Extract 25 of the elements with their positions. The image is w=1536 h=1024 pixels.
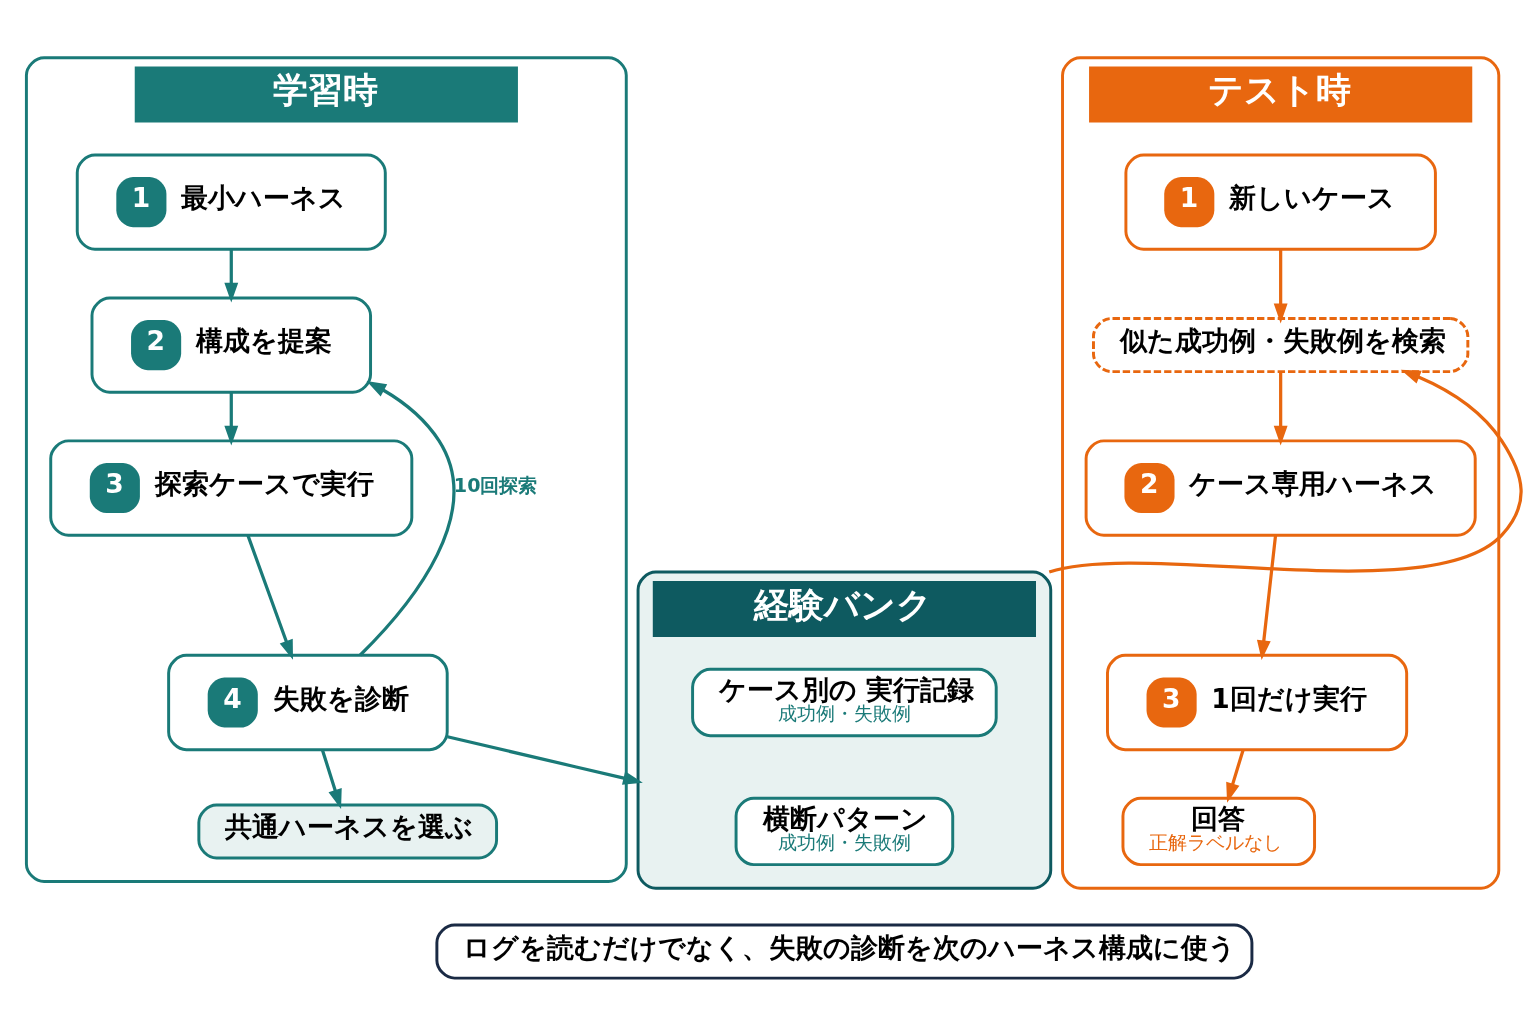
node-box: 1 最小ハーネス xyxy=(75,153,387,251)
arrow xyxy=(224,392,239,446)
arrow xyxy=(1226,749,1245,803)
node-box: 3 1回だけ実行 xyxy=(1106,653,1409,752)
node-box: ログを読むだけでなく、失敗の診断を次のハーネス構成に使う xyxy=(435,923,1254,980)
arrow xyxy=(246,534,293,660)
node-box: 似た成功例・失敗例を検索 xyxy=(1092,317,1470,374)
node-box: 回答 正解ラベルなし xyxy=(1121,796,1317,867)
arrow xyxy=(1273,372,1288,446)
arrow xyxy=(1256,535,1278,661)
node-box: 3 探索ケースで実行 xyxy=(49,439,414,537)
node-box: 2 構成を提案 xyxy=(90,296,373,394)
node-box: 2 ケース専用ハーネス xyxy=(1084,439,1477,537)
arrow xyxy=(447,735,643,785)
node-box: 横断パターン 成功例・失敗例 xyxy=(734,796,955,867)
edge-label: 10回探索 xyxy=(453,473,538,497)
arrow xyxy=(1273,249,1288,324)
arrow xyxy=(1048,369,1523,574)
arrow xyxy=(358,381,456,657)
arrow xyxy=(320,749,342,809)
node-box: 1 新しいケース xyxy=(1124,153,1437,251)
arrow xyxy=(224,249,239,303)
node-box: 共通ハーネスを選ぶ xyxy=(197,803,499,860)
node-box: 4 失敗を診断 xyxy=(167,653,449,752)
node-box: ケース別の 実行記録 成功例・失敗例 xyxy=(691,667,998,738)
